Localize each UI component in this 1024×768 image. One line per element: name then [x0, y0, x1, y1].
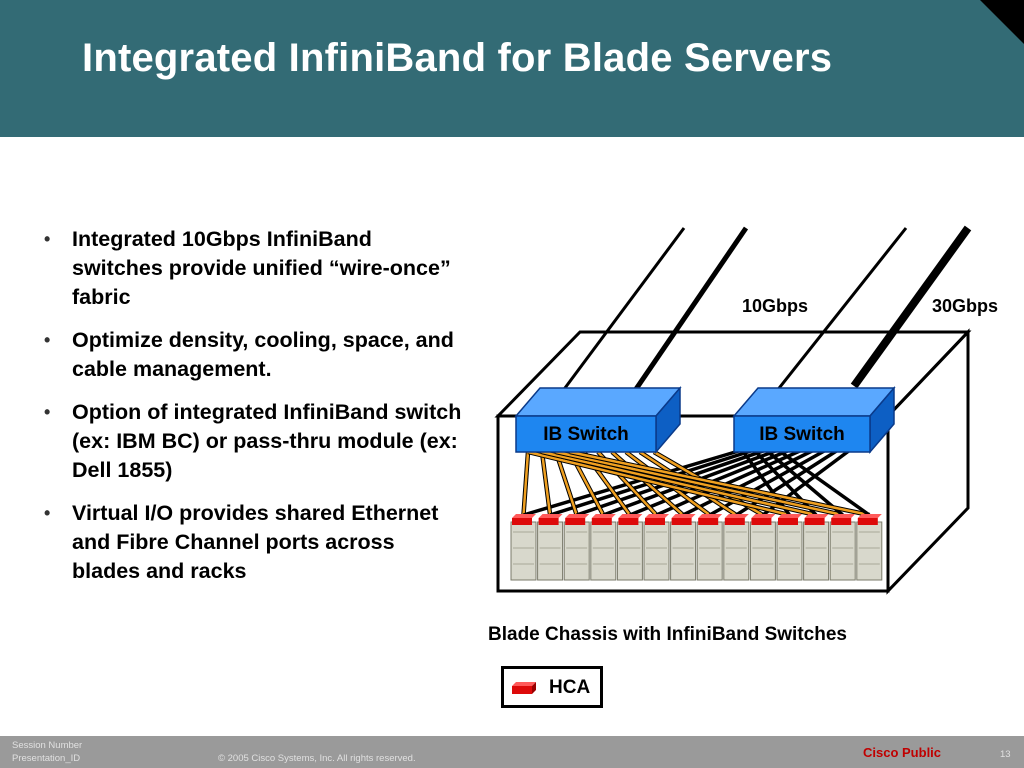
footer-page-number: 13 — [1000, 749, 1011, 760]
uplink-cables — [560, 225, 972, 394]
hca-top — [698, 514, 723, 518]
blade-link-right — [523, 448, 743, 517]
bullet-text: Option of integrated InfiniBand switch (… — [72, 400, 462, 482]
hca-card — [831, 518, 852, 525]
blade-link-right — [776, 448, 871, 517]
switch-front — [733, 415, 871, 453]
hca-card — [751, 518, 772, 525]
hca-top — [671, 514, 696, 518]
blade-row — [510, 514, 883, 581]
blade — [537, 521, 564, 581]
footer-classification: Cisco Public — [863, 745, 942, 760]
blade-link-right — [764, 448, 844, 517]
bullet-text: Optimize density, cooling, space, and ca… — [72, 328, 454, 381]
blade — [510, 521, 537, 581]
ib-switch-left-label: IB Switch — [543, 424, 629, 445]
bullet-item: • Virtual I/O provides shared Ethernet an… — [44, 499, 464, 586]
blade — [670, 521, 697, 581]
blade — [643, 521, 670, 581]
blade-link-left — [555, 450, 843, 517]
footer-session-number: Session Number — [12, 740, 83, 751]
link-label-30gbps: 30Gbps — [932, 296, 999, 316]
hca-top — [512, 514, 536, 518]
switch-front — [515, 415, 657, 453]
bullet-item: • Optimize density, cooling, space, and c… — [44, 326, 464, 384]
blade — [776, 521, 803, 581]
hca-card — [618, 518, 639, 525]
hca-top — [778, 514, 802, 518]
hca-card — [857, 518, 878, 525]
hca-top — [857, 514, 882, 518]
uplink-10gbps-cable — [774, 227, 908, 393]
hca-card — [778, 518, 798, 525]
link-label-10gbps: 10Gbps — [742, 296, 809, 316]
uplink-10gbps-cable — [631, 226, 749, 394]
blade — [749, 521, 776, 581]
hca-icon — [512, 682, 536, 694]
hca-top — [618, 514, 643, 518]
blade-link-left — [522, 451, 530, 516]
bullet-text: Virtual I/O provides shared Ethernet and… — [72, 501, 439, 583]
blade-chassis-diagram: IB Switch IB Switch — [494, 225, 972, 595]
blade — [829, 521, 856, 581]
hca-top — [724, 514, 749, 518]
chassis-side-face — [886, 328, 970, 595]
uplink-30gbps-cable — [850, 225, 972, 389]
hca-card — [724, 518, 745, 525]
bullet-dot: • — [44, 229, 51, 249]
blade-link-left — [541, 450, 817, 517]
bullet-dot: • — [44, 330, 51, 350]
hca-top — [751, 514, 776, 518]
blade — [803, 521, 830, 581]
blade-link-left — [554, 451, 578, 516]
title-bar: Integrated InfiniBand for Blade Servers — [0, 0, 1024, 137]
bullet-item: • Option of integrated InfiniBand switch … — [44, 398, 464, 485]
switch-top — [732, 387, 896, 417]
switch-top — [514, 387, 682, 417]
blade-link-left — [569, 450, 870, 517]
ib-switch-left — [514, 385, 682, 455]
diagram-caption: Blade Chassis with InfiniBand Switches — [488, 624, 847, 645]
hca-card — [538, 518, 559, 525]
bullet-list: • Integrated 10Gbps InfiniBand switches p… — [44, 225, 464, 600]
bullet-dot: • — [44, 402, 51, 422]
blade-link-left — [540, 451, 552, 516]
blade — [563, 521, 590, 581]
blade-links — [521, 448, 871, 518]
legend-label: HCA — [549, 677, 591, 698]
blade-link-left — [527, 450, 790, 517]
corner-fold — [980, 0, 1024, 44]
blade — [590, 521, 617, 581]
blade — [696, 521, 723, 581]
bullet-item: • Integrated 10Gbps InfiniBand switches p… — [44, 225, 464, 312]
hca-card — [512, 518, 532, 525]
ib-switch-right-label: IB Switch — [759, 424, 845, 445]
bullet-dot: • — [44, 503, 51, 523]
hca-top — [831, 514, 856, 518]
ib-switch-right — [732, 385, 896, 455]
footer-presentation-id: Presentation_ID — [12, 753, 81, 764]
blade — [616, 521, 643, 581]
bullet-text: Integrated 10Gbps InfiniBand switches pr… — [72, 227, 451, 309]
uplink-10gbps-cable — [560, 227, 686, 393]
hca-card — [698, 518, 719, 525]
hca-top — [804, 514, 829, 518]
hca-top — [538, 514, 563, 518]
slide-title: Integrated InfiniBand for Blade Servers — [82, 36, 833, 80]
footer-bar: Session Number Presentation_ID © 2005 Ci… — [0, 736, 1024, 768]
blade — [723, 521, 750, 581]
hca-top — [645, 514, 669, 518]
blade — [856, 521, 883, 581]
hca-card — [804, 518, 825, 525]
hca-card — [671, 518, 692, 525]
hca-card — [591, 518, 612, 525]
hca-top — [565, 514, 590, 518]
hca-card — [565, 518, 586, 525]
blade-link-right — [752, 448, 818, 517]
footer-copyright: © 2005 Cisco Systems, Inc. All rights re… — [218, 753, 416, 764]
legend: HCA — [501, 666, 603, 708]
blade-link-right — [740, 448, 791, 517]
hca-card — [645, 518, 665, 525]
hca-top — [591, 514, 616, 518]
